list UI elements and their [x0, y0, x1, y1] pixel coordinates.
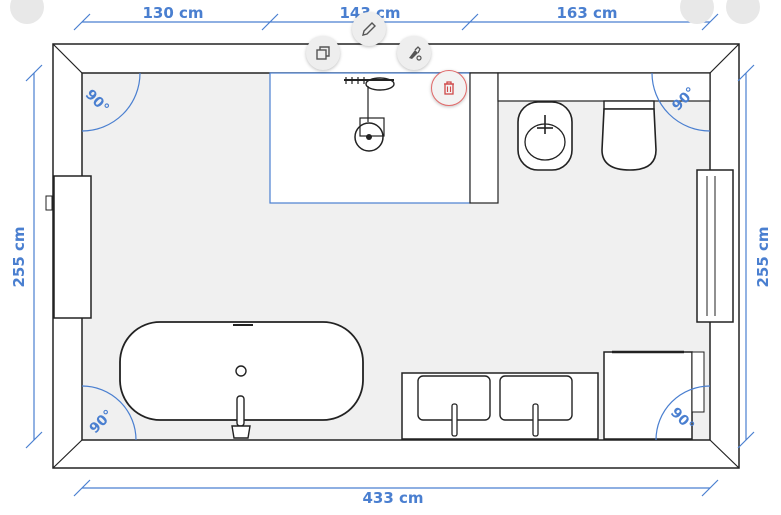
edit-button[interactable] — [352, 12, 386, 46]
dim-top-left: 130 cm — [142, 4, 203, 22]
dimension-lines — [25, 13, 755, 497]
bathtub[interactable] — [119, 321, 364, 439]
trash-icon — [444, 81, 454, 95]
dim-left: 255 cm — [10, 226, 28, 287]
duplicate-icon — [316, 46, 330, 60]
paint-button[interactable] — [397, 36, 431, 70]
duplicate-button[interactable] — [306, 36, 340, 70]
dim-right: 255 cm — [754, 226, 772, 287]
double-vanity[interactable] — [401, 372, 599, 440]
dim-bottom: 433 cm — [362, 489, 423, 507]
towel-radiator[interactable] — [696, 169, 734, 323]
delete-button[interactable] — [431, 70, 467, 106]
edit-icon — [362, 22, 376, 36]
left-wall-cabinet[interactable] — [45, 175, 92, 319]
paint-icon — [409, 46, 422, 61]
dim-top-right: 163 cm — [556, 4, 617, 22]
toilet[interactable] — [601, 100, 657, 171]
shower-fixture[interactable] — [344, 77, 395, 152]
laundry-cabinet[interactable] — [603, 350, 705, 440]
bidet[interactable] — [517, 101, 573, 171]
angle-markers — [81, 72, 711, 441]
